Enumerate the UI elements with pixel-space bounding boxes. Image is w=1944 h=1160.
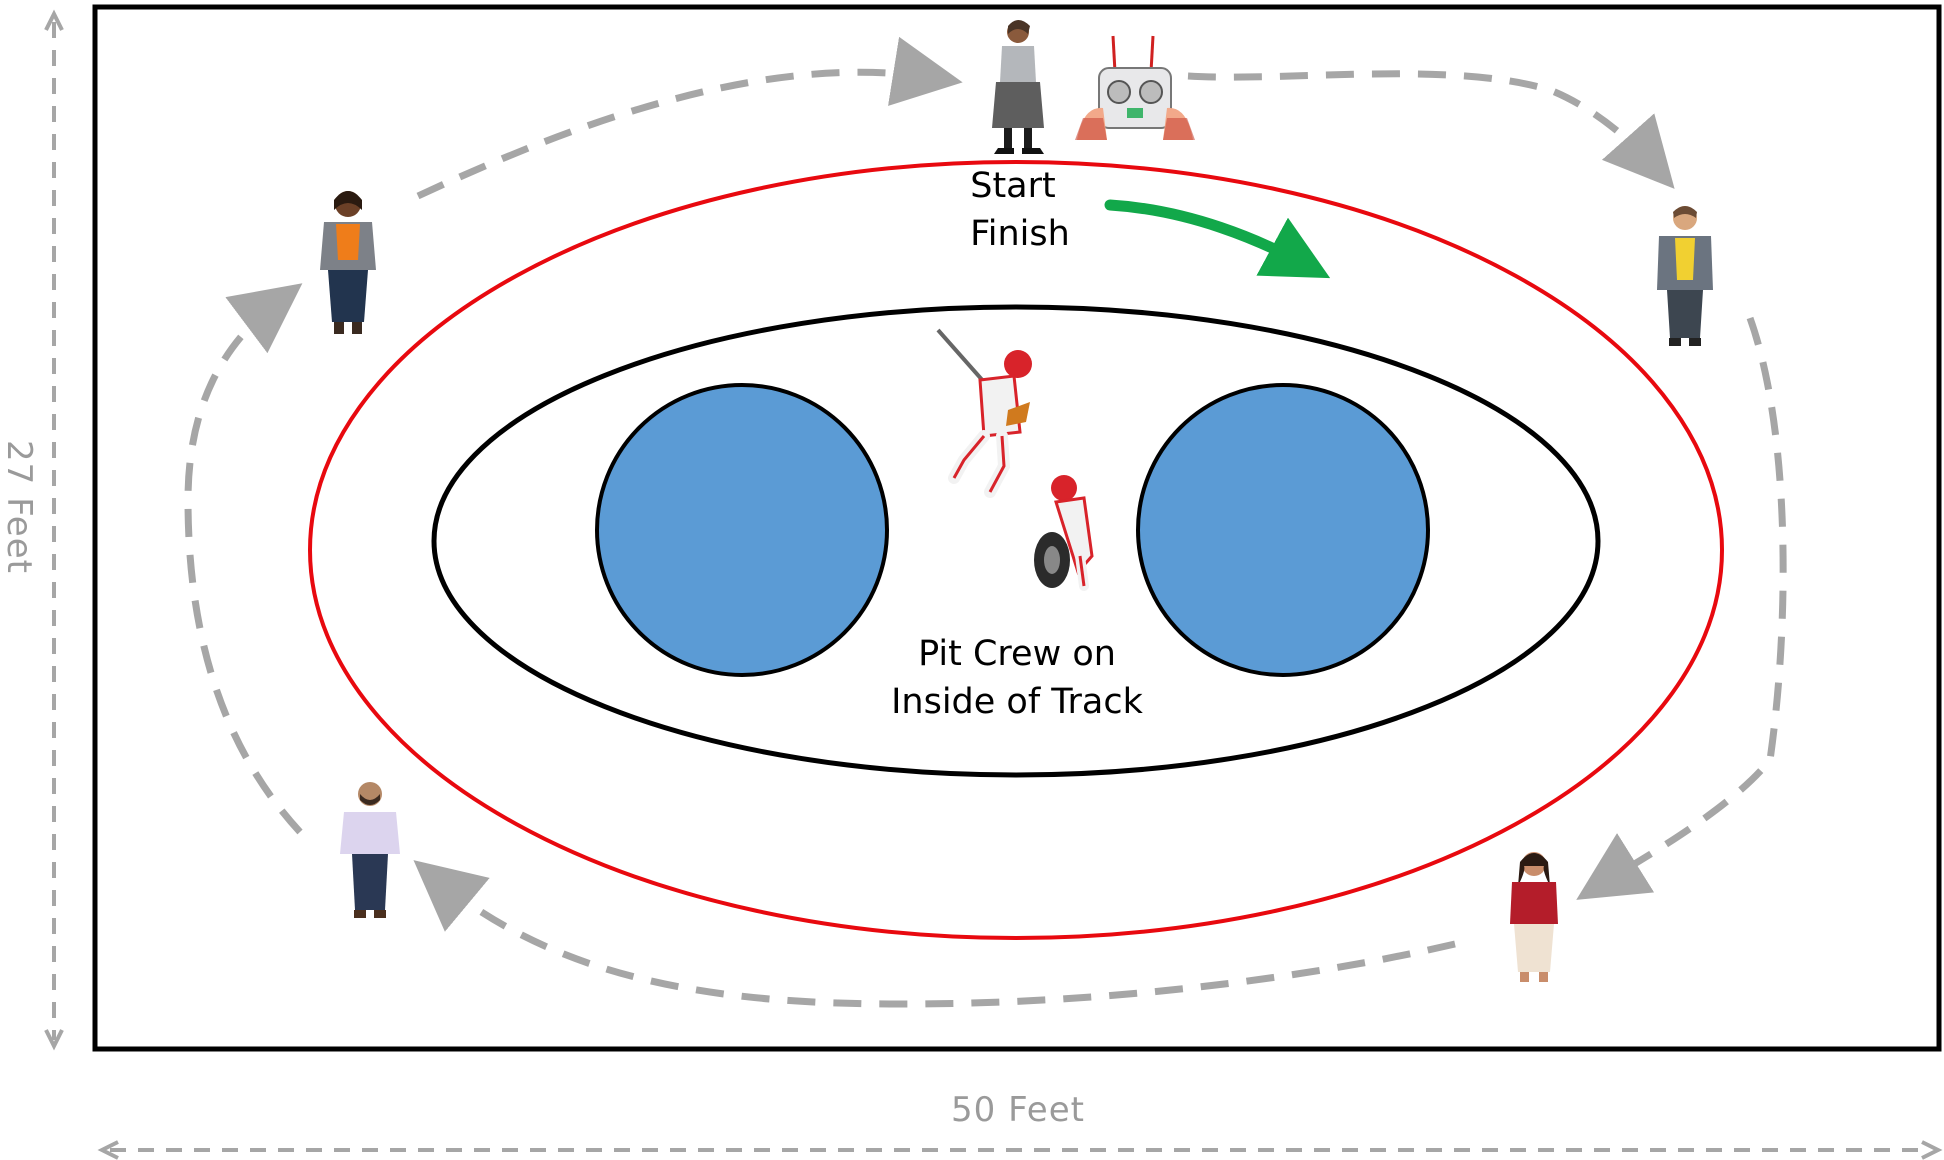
person-orange-top-icon [320, 191, 376, 334]
person-red-top-icon [1510, 852, 1558, 982]
width-dimension-arrow [97, 1140, 1943, 1160]
finish-label: Finish [970, 214, 1070, 254]
pit-crew-label-line2: Inside of Track [891, 682, 1144, 722]
height-dimension-label: 27 Feet [0, 440, 39, 574]
person-lavender-shirt-icon [340, 782, 400, 918]
person-yellow-shirt-icon [1657, 206, 1713, 346]
path-arrow-right [1576, 316, 1787, 900]
path-arrow-top-left [416, 36, 963, 200]
infield-boundary [431, 304, 1601, 778]
arena-boundary [92, 4, 1942, 1052]
start-label: Start [970, 166, 1056, 206]
pit-crew-runner-icon [936, 328, 1032, 498]
person-standing-top-icon [992, 20, 1044, 154]
path-arrow-left [184, 283, 303, 835]
path-arrow-bottom [413, 860, 1456, 1008]
width-dimension-label: 50 Feet [951, 1090, 1085, 1130]
path-arrow-top-right [1187, 70, 1675, 189]
height-dimension-arrow [44, 9, 64, 1051]
pit-crew-tire-changer-icon [1034, 475, 1094, 591]
right-pylon [1136, 383, 1430, 677]
outer-track-boundary [308, 160, 1724, 940]
pit-crew-label-line1: Pit Crew on [918, 634, 1116, 674]
race-direction-arrow [1104, 199, 1331, 279]
left-pylon [595, 383, 889, 677]
rc-transmitter-icon [1075, 35, 1195, 140]
